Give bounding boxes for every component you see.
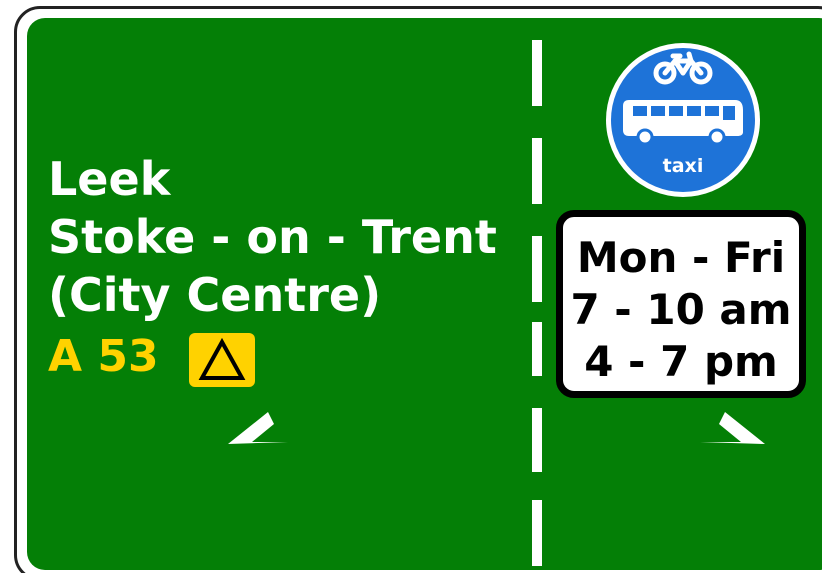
- turn-right-arrow-icon: [700, 412, 765, 444]
- time-morning: 7 - 10 am: [570, 285, 792, 334]
- destination-leek: Leek: [48, 152, 171, 206]
- bus-icon: [623, 100, 743, 146]
- turn-left-arrow-icon: [228, 412, 288, 444]
- route-number: A 53: [48, 331, 159, 382]
- destination-stoke-on-trent: Stoke - on - Trent: [48, 210, 497, 264]
- time-days: Mon - Fri: [576, 233, 786, 282]
- time-restriction-plate: Mon - Fri 7 - 10 am 4 - 7 pm: [556, 210, 806, 398]
- destination-city-centre: (City Centre): [48, 268, 382, 322]
- bus-cycle-lane-roundel: [606, 43, 760, 197]
- time-evening: 4 - 7 pm: [584, 337, 778, 386]
- lane-taxi-label: taxi: [662, 155, 704, 177]
- bicycle-icon: [653, 51, 713, 85]
- triangle-warning-icon: [189, 333, 255, 387]
